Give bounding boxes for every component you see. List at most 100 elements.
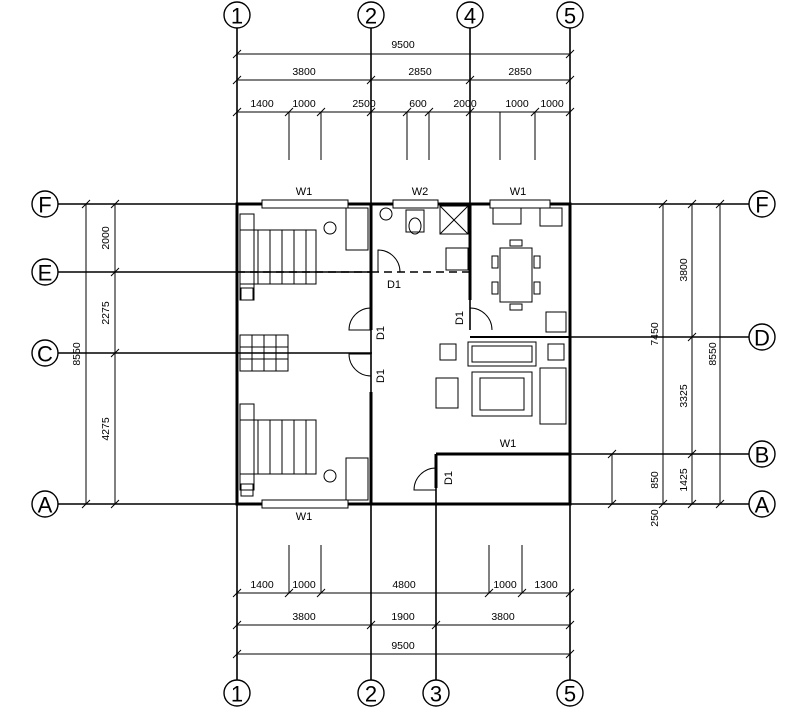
door-label-2: D1 xyxy=(375,326,387,340)
window-top-3 xyxy=(489,199,551,209)
side-table-2 xyxy=(547,343,565,361)
walls xyxy=(235,202,572,506)
dim-left-mid-1: 2000 xyxy=(100,226,112,250)
left-dimension-lines xyxy=(81,199,120,509)
bed-lower xyxy=(239,419,317,475)
dim-top-mid-2: 2850 xyxy=(408,66,432,78)
dim-left-mid-2: 2275 xyxy=(100,301,112,325)
shower xyxy=(439,205,469,235)
axis-label-right-A: A xyxy=(755,493,770,518)
axis-label-left-F: F xyxy=(38,193,51,218)
axis-label-right-F: F xyxy=(755,193,768,218)
dim-bottom-detail-2: 1000 xyxy=(292,579,316,591)
axis-bubble-right-A xyxy=(748,490,776,518)
axis-label-left-E: E xyxy=(38,261,53,286)
dim-bottom-detail-4: 1000 xyxy=(493,579,517,591)
axis-label-top-1: 1 xyxy=(231,4,243,29)
sofa-top xyxy=(467,341,537,367)
coffee-table xyxy=(471,371,533,417)
dim-top-detail-3: 2500 xyxy=(352,98,376,110)
opening-labels: W1 W2 W1 W1 W1 D1 D1 D1 D1 D1 xyxy=(296,186,527,523)
bottom-dimension-labels: 1400 1000 4800 1000 1300 3800 1900 3800 … xyxy=(250,579,558,652)
dining-table xyxy=(499,247,533,303)
window-label-2: W2 xyxy=(412,186,429,198)
window-top-1 xyxy=(261,199,349,209)
top-dimension-labels: 9500 3800 2850 2850 1400 1000 2500 600 2… xyxy=(250,39,564,110)
axis-label-left-C: C xyxy=(37,342,53,367)
kitchen-counter xyxy=(492,207,522,225)
door-label-3: D1 xyxy=(375,369,387,383)
armchair xyxy=(435,377,459,409)
axis-label-bottom-3: 3 xyxy=(430,682,442,707)
dim-bottom-detail-3: 4800 xyxy=(392,579,416,591)
axis-bubble-top-1 xyxy=(223,1,251,29)
door-kitchen xyxy=(469,307,493,331)
stove xyxy=(539,207,563,227)
dim-bottom-mid-3: 3800 xyxy=(491,611,515,623)
dim-top-detail-2: 1000 xyxy=(292,98,316,110)
axis-bubble-top-5 xyxy=(556,1,584,29)
furniture xyxy=(239,205,567,501)
bed-upper xyxy=(239,229,317,285)
right-dimension-labels: 7450 3800 3325 1425 8550 850 250 xyxy=(649,258,719,527)
axis-bubble-top-4 xyxy=(456,1,484,29)
dim-top-mid-3: 2850 xyxy=(508,66,532,78)
dim-right-small-2: 250 xyxy=(649,509,661,527)
desk-upper xyxy=(345,207,369,251)
dim-right-mid-b-3: 1425 xyxy=(678,468,690,492)
dim-right-mid-b-1: 3800 xyxy=(678,258,690,282)
axis-bubble-top-2 xyxy=(357,1,385,29)
toilet xyxy=(379,207,393,221)
top-dimension-lines xyxy=(232,49,575,160)
door-entrance xyxy=(413,467,437,491)
left-dimension-labels: 8550 2000 2275 4275 xyxy=(71,226,112,441)
dim-left-mid-3: 4275 xyxy=(100,417,112,441)
dim-right-small-1: 850 xyxy=(649,471,661,489)
dim-top-detail-7: 1000 xyxy=(540,98,564,110)
axis-bubble-left-A xyxy=(31,490,59,518)
dim-top-mid-1: 3800 xyxy=(292,66,316,78)
door-label-4: D1 xyxy=(454,311,466,325)
window-label-4: W1 xyxy=(500,438,517,450)
axis-bubble-bottom-3 xyxy=(422,679,450,707)
axis-label-left-A: A xyxy=(38,493,53,518)
dim-bottom-detail-5: 1300 xyxy=(534,579,558,591)
dim-left-total: 8550 xyxy=(71,342,83,366)
sink xyxy=(405,209,425,233)
axis-bubble-bottom-2 xyxy=(357,679,385,707)
window-bottom-1 xyxy=(261,499,349,509)
axis-label-bottom-1: 1 xyxy=(231,682,243,707)
dim-top-total: 9500 xyxy=(391,39,415,51)
windows xyxy=(261,199,551,509)
dim-bottom-mid-2: 1900 xyxy=(391,611,415,623)
axis-label-top-5: 5 xyxy=(564,4,576,29)
axis-bubble-right-D xyxy=(748,323,776,351)
axis-bubble-left-C xyxy=(31,339,59,367)
dim-right-mid-b-2: 3325 xyxy=(678,384,690,408)
dim-right-total: 8550 xyxy=(707,342,719,366)
dim-bottom-total: 9500 xyxy=(391,640,415,652)
door-bath xyxy=(377,249,401,273)
axis-labels: 1 2 4 5 1 2 3 5 F E C A F D B A xyxy=(37,4,770,707)
axis-bubble-left-E xyxy=(31,258,59,286)
door-label-5: D1 xyxy=(443,471,455,485)
bottom-dimension-lines xyxy=(232,545,575,659)
axis-bubble-bottom-1 xyxy=(223,679,251,707)
window-top-2 xyxy=(392,199,439,209)
dim-top-detail-5: 2000 xyxy=(453,98,477,110)
axis-label-bottom-2: 2 xyxy=(365,682,377,707)
axis-bubble-right-F xyxy=(748,190,776,218)
axis-label-top-4: 4 xyxy=(464,4,476,29)
dim-top-detail-6: 1000 xyxy=(505,98,529,110)
axis-label-bottom-5: 5 xyxy=(564,682,576,707)
axis-label-top-2: 2 xyxy=(365,4,377,29)
nightstand xyxy=(240,287,254,301)
bath-cabinet xyxy=(445,247,469,271)
sofa-side xyxy=(539,367,567,425)
door-label-1: D1 xyxy=(387,279,401,291)
axis-bubble-right-B xyxy=(748,440,776,468)
desk-lower xyxy=(345,457,369,501)
dim-top-detail-4: 600 xyxy=(409,98,427,110)
window-label-1: W1 xyxy=(296,186,313,198)
